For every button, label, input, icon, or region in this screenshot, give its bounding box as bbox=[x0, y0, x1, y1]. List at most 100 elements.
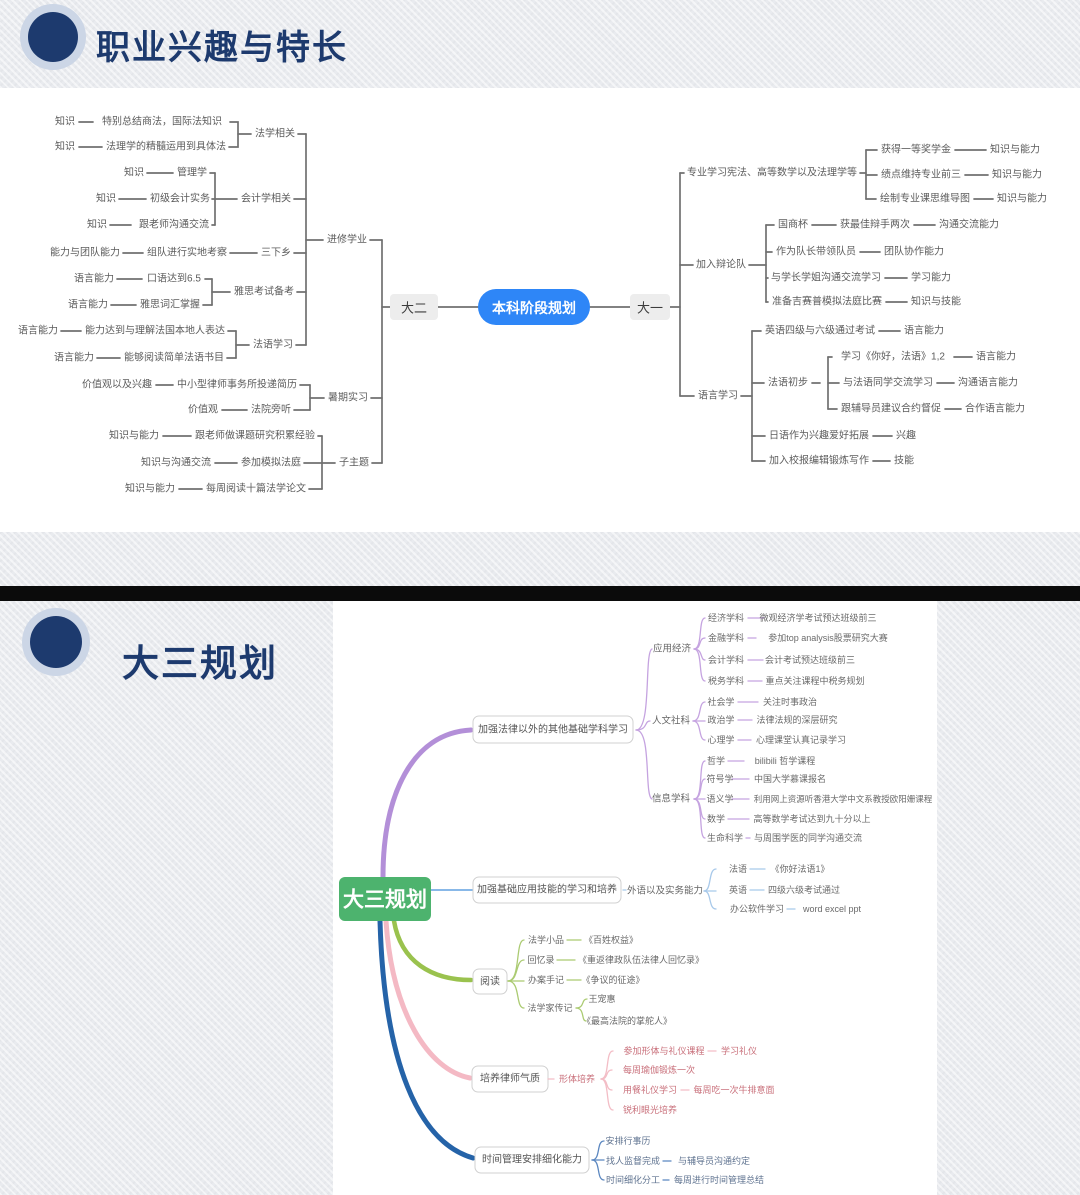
leaf-label-highlight: 国商杯 bbox=[778, 218, 808, 231]
branch-box bbox=[472, 968, 508, 995]
node-root-label: 大三规划 bbox=[343, 889, 427, 912]
attr-label: 知识 bbox=[55, 115, 75, 128]
attr-label: 沟通交流能力 bbox=[939, 218, 999, 231]
map1-connectors bbox=[60, 121, 994, 490]
branch-label: 子主题 bbox=[339, 457, 369, 469]
leaf-label: 法学小品 bbox=[528, 934, 564, 945]
branch-box-label: 阅读 bbox=[480, 975, 500, 988]
leaf-label: 口语达到6.5 bbox=[147, 273, 201, 285]
attr-label: 价值观 bbox=[188, 403, 218, 416]
detail-label: 参加top analysis股票研究大赛 bbox=[768, 632, 888, 643]
branch-label: 法学相关 bbox=[255, 127, 295, 140]
leaf-label: 心理学 bbox=[707, 734, 734, 745]
top-banner bbox=[0, 0, 1080, 88]
branch-label: 法语初步 bbox=[768, 376, 808, 389]
attr-label: 语言能力 bbox=[976, 350, 1016, 363]
gray-strip bbox=[0, 532, 1080, 586]
leaf-label: 能够阅读简单法语书目 bbox=[124, 351, 224, 364]
section-divider bbox=[0, 586, 1080, 601]
leaf-label: 获得一等奖学金 bbox=[881, 143, 951, 156]
map2-purple-labels: 应用经济 人文社科 信息学科 经济学科 微观经济学考试预达班级前三 金融学科 参… bbox=[652, 612, 933, 843]
leaf-label: 特别总结商法，国际法知识 bbox=[102, 115, 222, 128]
attr-label: 知识与能力 bbox=[990, 143, 1040, 156]
attr-label: 知识 bbox=[96, 192, 116, 205]
leaf-label: 法理学的精髓运用到具体法 bbox=[106, 140, 226, 153]
attr-label: 技能 bbox=[894, 454, 914, 467]
leaf-label: 时间细化分工 bbox=[606, 1174, 660, 1185]
map2-darkblue-labels: 安排行事历 找人监督完成 与辅导员沟通约定 时间细化分工 每周进行时间管理总结 bbox=[605, 1135, 764, 1185]
leaf-label: 跟老师沟通交流 bbox=[139, 218, 209, 231]
attr-label: 知识与能力 bbox=[109, 429, 159, 442]
detail-label: 《百姓权益》 bbox=[584, 934, 638, 945]
attr-label: 语言能力 bbox=[74, 272, 114, 285]
branch-box-label: 加强法律以外的其他基础学科学习 bbox=[478, 723, 628, 736]
detail-label: 与周围学医的同学沟通交流 bbox=[754, 832, 862, 843]
detail-label: word excel ppt bbox=[802, 904, 862, 914]
leaf-label: 政治学 bbox=[707, 714, 734, 725]
leaf-label: 雅思词汇掌握 bbox=[140, 298, 200, 311]
leaf-label: 管理学 bbox=[177, 166, 207, 179]
leaf-label: 日语作为兴趣爱好拓展 bbox=[769, 429, 869, 442]
leaf-label: 英语 bbox=[729, 884, 747, 895]
mindmap2-panel bbox=[333, 601, 937, 1195]
branch-box-label: 培养律师气质 bbox=[480, 1072, 540, 1085]
leaf-label: 绘制专业课思维导图 bbox=[880, 192, 970, 205]
leaf-label: 回忆录 bbox=[527, 954, 554, 965]
attr-label: 沟通语言能力 bbox=[958, 376, 1018, 389]
leaf-label: 法院旁听 bbox=[251, 403, 291, 416]
leaf-label: 办案手记 bbox=[528, 974, 564, 985]
group-label: 形体培养 bbox=[559, 1073, 595, 1084]
leaf-label: 中小型律师事务所投递简历 bbox=[177, 378, 297, 391]
leaf-label: 社会学 bbox=[707, 696, 734, 707]
group-label: 人文社科 bbox=[652, 715, 691, 727]
branch-box bbox=[474, 1146, 590, 1174]
detail-label: 法律法规的深层研究 bbox=[756, 714, 837, 725]
leaf-label: 法语 bbox=[729, 863, 747, 874]
detail-label: 每周吃一次牛排意面 bbox=[693, 1084, 774, 1095]
section-bullet-icon bbox=[20, 4, 86, 70]
map1-left-labels: 知识 特别总结商法，国际法知识 知识 法理学的精髓运用到具体法 法学相关 知识 … bbox=[18, 115, 369, 495]
leaf-label: 组队进行实地考察 bbox=[147, 246, 227, 259]
branch-curve bbox=[380, 727, 474, 880]
attr-label: 语言能力 bbox=[904, 324, 944, 337]
branch-label: 法语学习 bbox=[253, 338, 293, 351]
leaf-label-highlight: 获最佳辩手两次 bbox=[840, 218, 910, 231]
branch-label: 进修学业 bbox=[327, 233, 367, 246]
map2-blue-connectors bbox=[622, 868, 796, 910]
leaf-label: 学习《你好，法语》1,2 bbox=[841, 350, 945, 363]
leaf-label: 初级会计实务 bbox=[150, 192, 210, 205]
detail-label: 心理课堂认真记录学习 bbox=[756, 734, 846, 745]
map2-darkblue-connectors bbox=[591, 1140, 672, 1181]
attr-label: 能力与团队能力 bbox=[50, 246, 120, 259]
leaf-label: 跟老师做课题研究积累经验 bbox=[195, 429, 315, 442]
map2-pink-connectors bbox=[547, 1050, 717, 1111]
leaf-label: 与法语同学交流学习 bbox=[843, 376, 933, 389]
leaf-label: 锐利眼光培养 bbox=[623, 1104, 677, 1115]
branch-box bbox=[472, 876, 622, 904]
attr-label: 知识与能力 bbox=[992, 168, 1042, 181]
detail-label: 利用网上资源听香港大学中文系教授欧阳姗课程 bbox=[754, 794, 933, 804]
map2-green-connectors bbox=[507, 939, 588, 1022]
node-root-label: 本科阶段规划 bbox=[492, 300, 576, 316]
leaf-label: 生命科学 bbox=[707, 832, 743, 843]
node-sophomore-label: 大二 bbox=[401, 301, 427, 316]
leaf-label: 英语四级与六级通过考试 bbox=[765, 324, 875, 337]
leaf-label-highlight: 作为队长带领队员 bbox=[776, 245, 856, 258]
attr-label: 知识 bbox=[55, 140, 75, 153]
branch-label: 加入辩论队 bbox=[696, 258, 746, 271]
leaf-label: 每周阅读十篇法学论文 bbox=[206, 482, 306, 495]
circle-icon bbox=[28, 12, 78, 62]
map2-purple-connectors bbox=[635, 617, 765, 839]
attr-label: 兴趣 bbox=[896, 429, 916, 442]
detail-label: 每周进行时间管理总结 bbox=[674, 1174, 764, 1185]
branch-label: 专业学习宪法、高等数学以及法理学等 bbox=[687, 166, 857, 179]
leaf-label: 经济学科 bbox=[708, 612, 744, 623]
leaf-label: 加入校报编辑锻炼写作 bbox=[769, 454, 869, 467]
map1-right-labels: 专业学习宪法、高等数学以及法理学等 获得一等奖学金 知识与能力 绩点维持专业前三… bbox=[687, 143, 1047, 467]
leaf-label: 数学 bbox=[707, 813, 725, 824]
leaf-label: 安排行事历 bbox=[605, 1135, 650, 1146]
branch-label: 会计学相关 bbox=[241, 192, 291, 205]
node-freshman-label: 大一 bbox=[637, 301, 663, 316]
section-bullet-icon bbox=[22, 608, 90, 676]
